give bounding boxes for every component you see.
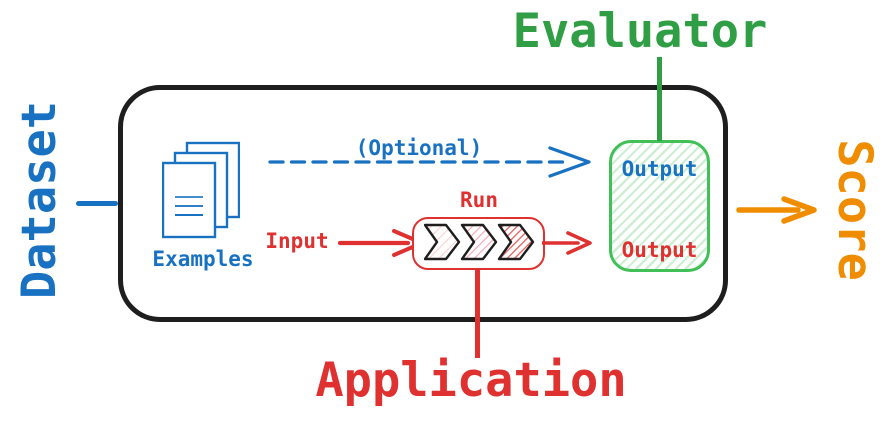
- documents-stack-icon: [162, 141, 240, 239]
- application-label: Application: [315, 353, 627, 408]
- optional-label: (Optional): [355, 136, 483, 160]
- input-label: Input: [265, 229, 329, 253]
- chevron-pipeline-icon: [424, 223, 535, 261]
- evaluator-label: Evaluator: [512, 4, 768, 59]
- dashed-arrow-right-icon: [268, 146, 591, 178]
- examples-label: Examples: [152, 247, 254, 271]
- evaluator-connector-line: [657, 57, 662, 141]
- evaluator-box: Output Output: [609, 140, 710, 272]
- application-connector-line: [475, 269, 480, 358]
- dataset-connector-line: [76, 201, 118, 206]
- arrow-right-icon: [542, 231, 592, 255]
- score-label: Score: [826, 139, 882, 281]
- evaluator-output-application-label: Output: [621, 238, 698, 262]
- run-label: Run: [460, 188, 498, 212]
- arrow-right-icon: [736, 196, 817, 224]
- dataset-label: Dataset: [12, 100, 68, 300]
- evaluator-output-reference-label: Output: [621, 157, 698, 181]
